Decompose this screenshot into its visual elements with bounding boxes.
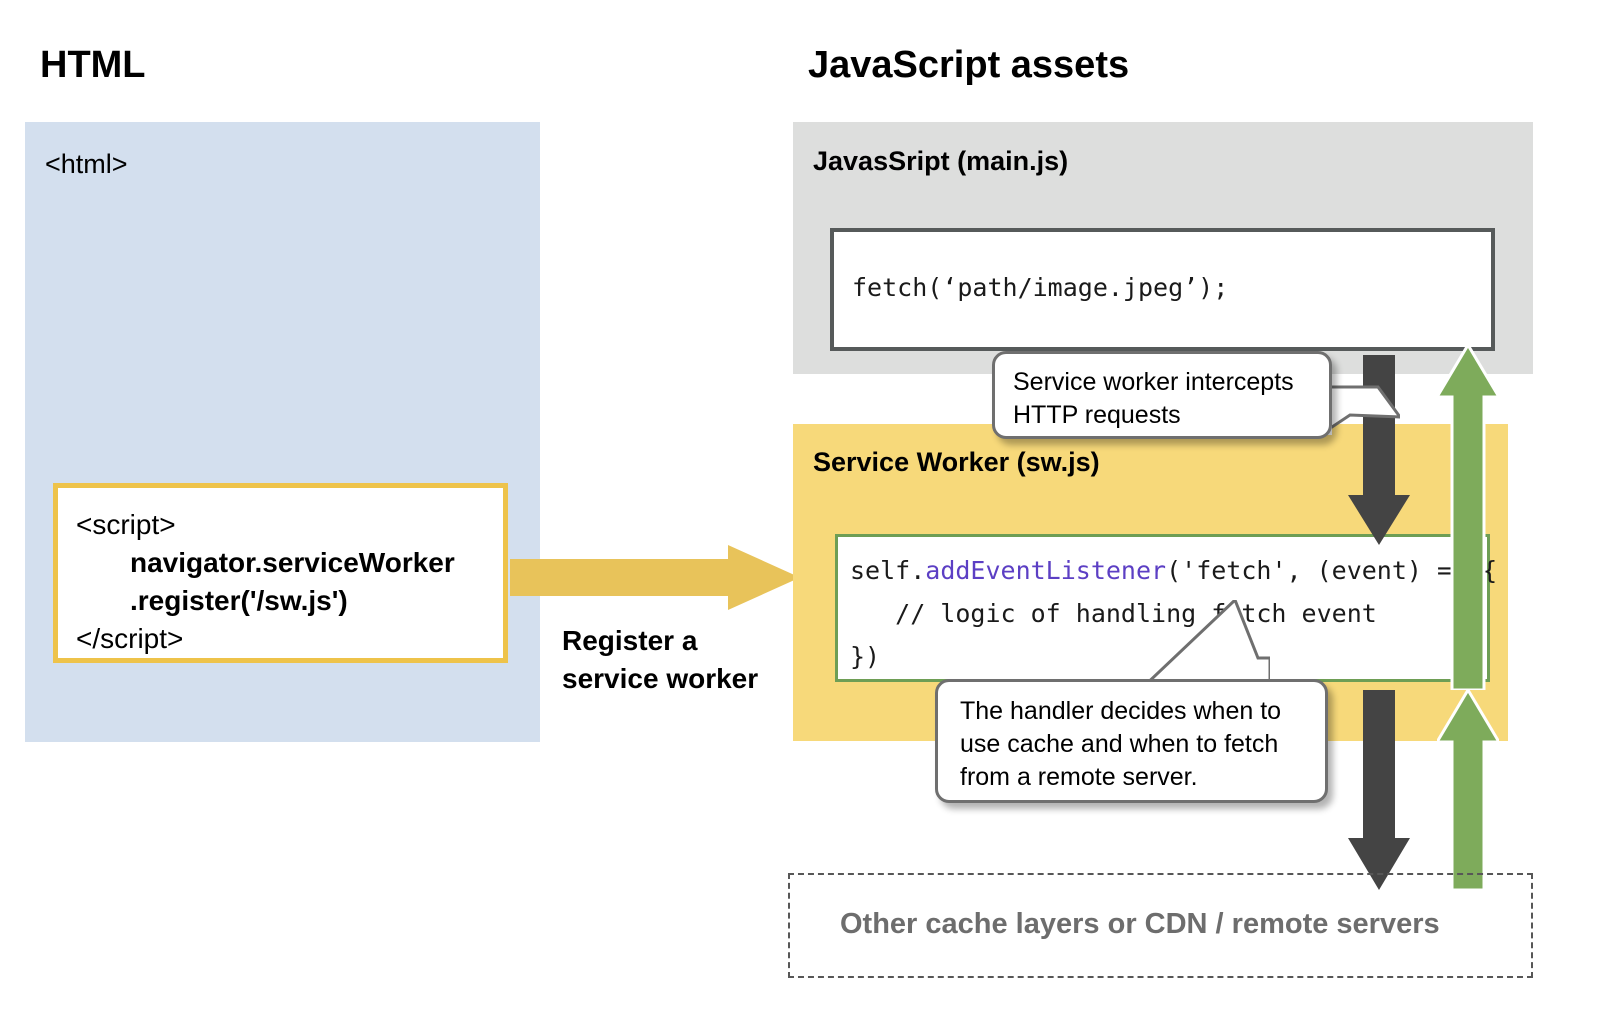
callout-handler-decides: The handler decides when to use cache an…: [935, 679, 1328, 803]
remote-servers-label: Other cache layers or CDN / remote serve…: [840, 908, 1440, 940]
sw-code-comment: // logic of handling fetch event: [850, 599, 1377, 628]
sw-code-args: ('fetch', (event) => {: [1166, 556, 1498, 585]
remote-servers-panel: Other cache layers or CDN / remote serve…: [788, 873, 1533, 978]
sw-code-self: self.: [850, 556, 926, 585]
fetch-code-box: fetch(‘path/image.jpeg’);: [830, 228, 1495, 351]
sw-code-close: }): [850, 642, 881, 671]
html-tag-label: <html>: [45, 149, 128, 179]
callout-tail-intercept: [1320, 385, 1400, 437]
up-arrow-icon-remote-to-sw: [1437, 690, 1499, 890]
up-arrow-icon-sw-to-main: [1437, 345, 1499, 690]
script-register-line: .register('/sw.js'): [130, 585, 348, 616]
register-right-arrow-icon: [510, 545, 800, 610]
script-open-tag: <script>: [76, 509, 176, 540]
service-worker-panel-label: Service Worker (sw.js): [813, 447, 1100, 477]
script-close-tag: </script>: [76, 623, 184, 654]
mainjs-panel-label: JavasSript (main.js): [813, 146, 1069, 176]
register-arrow-label: Register a service worker: [562, 625, 759, 694]
callout-service-worker-intercepts: Service worker intercepts HTTP requests: [992, 351, 1332, 439]
script-code-box: <script> navigator.serviceWorker .regist…: [53, 483, 508, 663]
down-arrow-icon-sw-to-remote: [1348, 690, 1410, 890]
down-arrow-icon-main-to-sw: [1348, 355, 1410, 545]
javascript-section-title: JavaScript assets: [808, 44, 1130, 86]
sw-code-addeventlistener: addEventListener: [925, 556, 1167, 585]
fetch-code-line: fetch(‘path/image.jpeg’);: [852, 273, 1229, 302]
html-section-title: HTML: [40, 44, 146, 86]
script-navigator-line: navigator.serviceWorker: [130, 547, 455, 578]
